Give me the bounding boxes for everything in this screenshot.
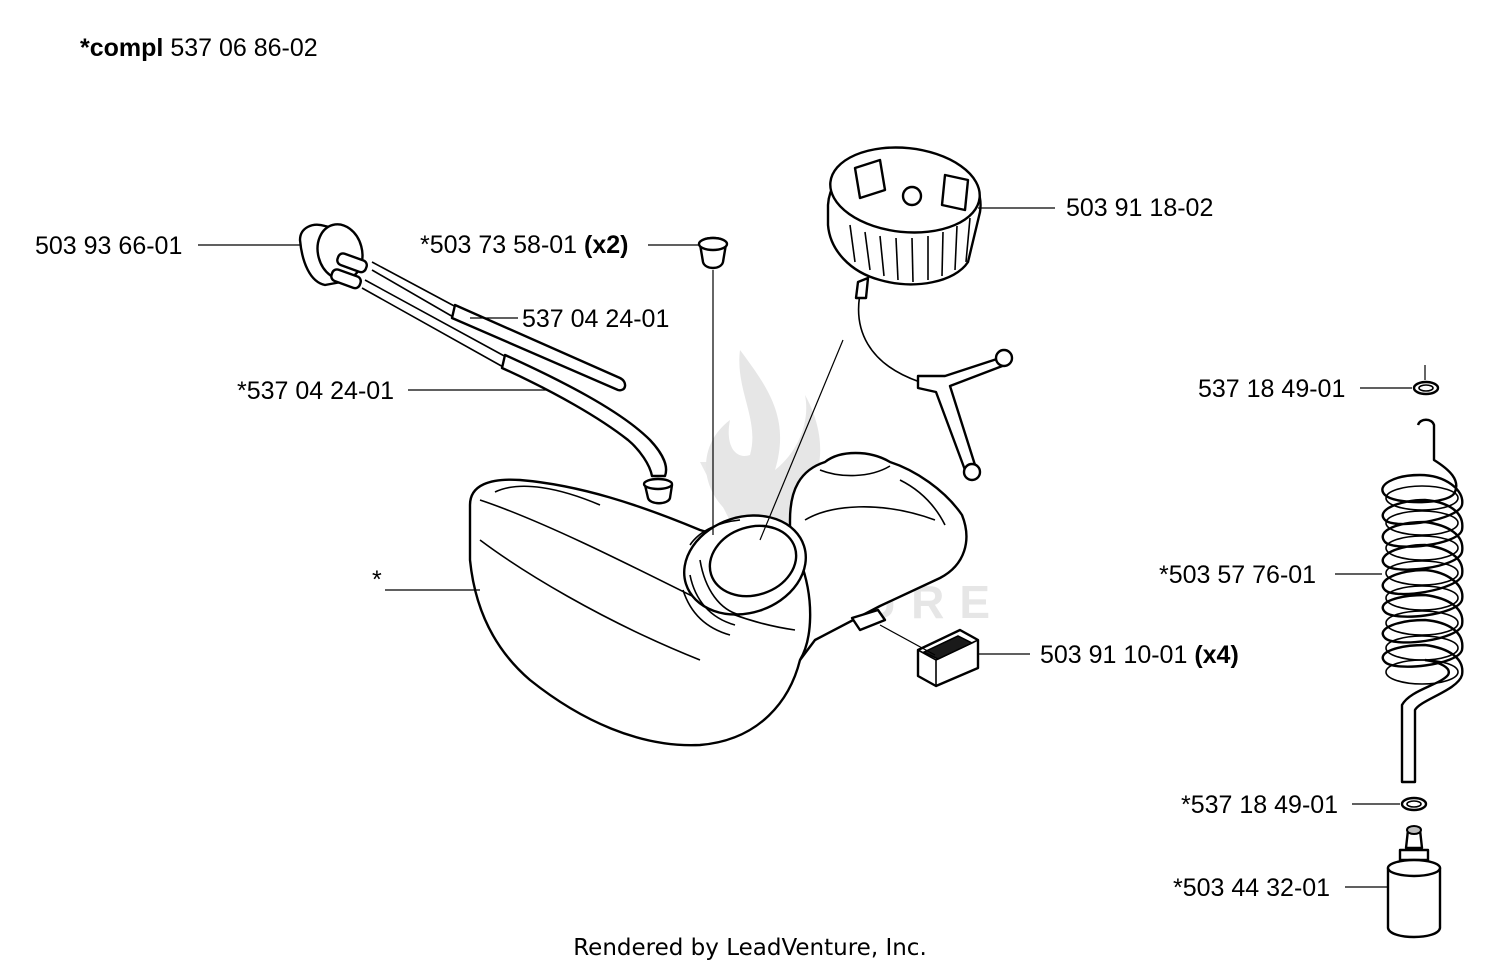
fuel-hose-lower-label: *537 04 24-01 xyxy=(237,377,394,405)
primer-bulb[interactable] xyxy=(298,219,368,290)
watermark-v-icon xyxy=(700,462,820,560)
fuel-filter-callout: *503 44 32-01 xyxy=(1173,874,1388,902)
tank-callout: * xyxy=(372,566,480,594)
o-ring-top[interactable] xyxy=(1412,365,1440,396)
fuel-hose-lower-callout: *537 04 24-01 xyxy=(237,377,548,405)
fuel-cap-callout: 503 91 18-02 xyxy=(759,194,1213,541)
rubber-mount-qty: (x4) xyxy=(1194,641,1238,669)
fuel-hose-upper-callout: 537 04 24-01 xyxy=(470,305,669,333)
o-ring-bottom[interactable] xyxy=(1400,796,1428,812)
compl-number: 537 06 86-02 xyxy=(170,34,317,62)
fuel-line-coil-label: *503 57 76-01 xyxy=(1159,561,1316,589)
fuel-hoses[interactable] xyxy=(361,261,668,478)
compl-label: *compl 537 06 86-02 xyxy=(80,34,318,62)
compl-prefix: *compl xyxy=(80,34,163,62)
grommet-callout: *503 73 58-01 (x2) xyxy=(420,231,714,535)
footer-credit: Rendered by LeadVenture, Inc. xyxy=(573,935,927,961)
grommet[interactable] xyxy=(697,236,729,270)
fuel-line-coil[interactable] xyxy=(1381,418,1464,784)
fuel-line-coil-callout: *503 57 76-01 xyxy=(1159,561,1382,589)
fuel-cap-label: 503 91 18-02 xyxy=(1066,194,1213,222)
fuel-hose-upper-label: 537 04 24-01 xyxy=(522,305,669,333)
rubber-mount-label: 503 91 10-01 (x4) xyxy=(1040,641,1239,669)
primer-bulb-callout: 503 93 66-01 xyxy=(35,232,300,260)
fuel-tank[interactable] xyxy=(468,451,968,747)
grommet-qty: (x2) xyxy=(584,231,628,259)
rubber-mount-number: 503 91 10-01 xyxy=(1040,641,1187,669)
rubber-mount-callout: 503 91 10-01 (x4) xyxy=(879,624,1239,669)
fuel-filter[interactable] xyxy=(1386,825,1442,939)
o-ring-top-callout: 537 18 49-01 xyxy=(1198,375,1412,403)
primer-bulb-label: 503 93 66-01 xyxy=(35,232,182,260)
tank-label: * xyxy=(372,566,382,594)
fuel-cap[interactable] xyxy=(826,140,1014,482)
rubber-mount[interactable] xyxy=(916,628,980,688)
grommet-label: *503 73 58-01 (x2) xyxy=(420,231,629,259)
o-ring-bottom-label: *537 18 49-01 xyxy=(1181,791,1338,819)
o-ring-bottom-callout: *537 18 49-01 xyxy=(1181,791,1400,819)
fuel-filter-label: *503 44 32-01 xyxy=(1173,874,1330,902)
grommet-number: *503 73 58-01 xyxy=(420,231,577,259)
o-ring-top-label: 537 18 49-01 xyxy=(1198,375,1345,403)
